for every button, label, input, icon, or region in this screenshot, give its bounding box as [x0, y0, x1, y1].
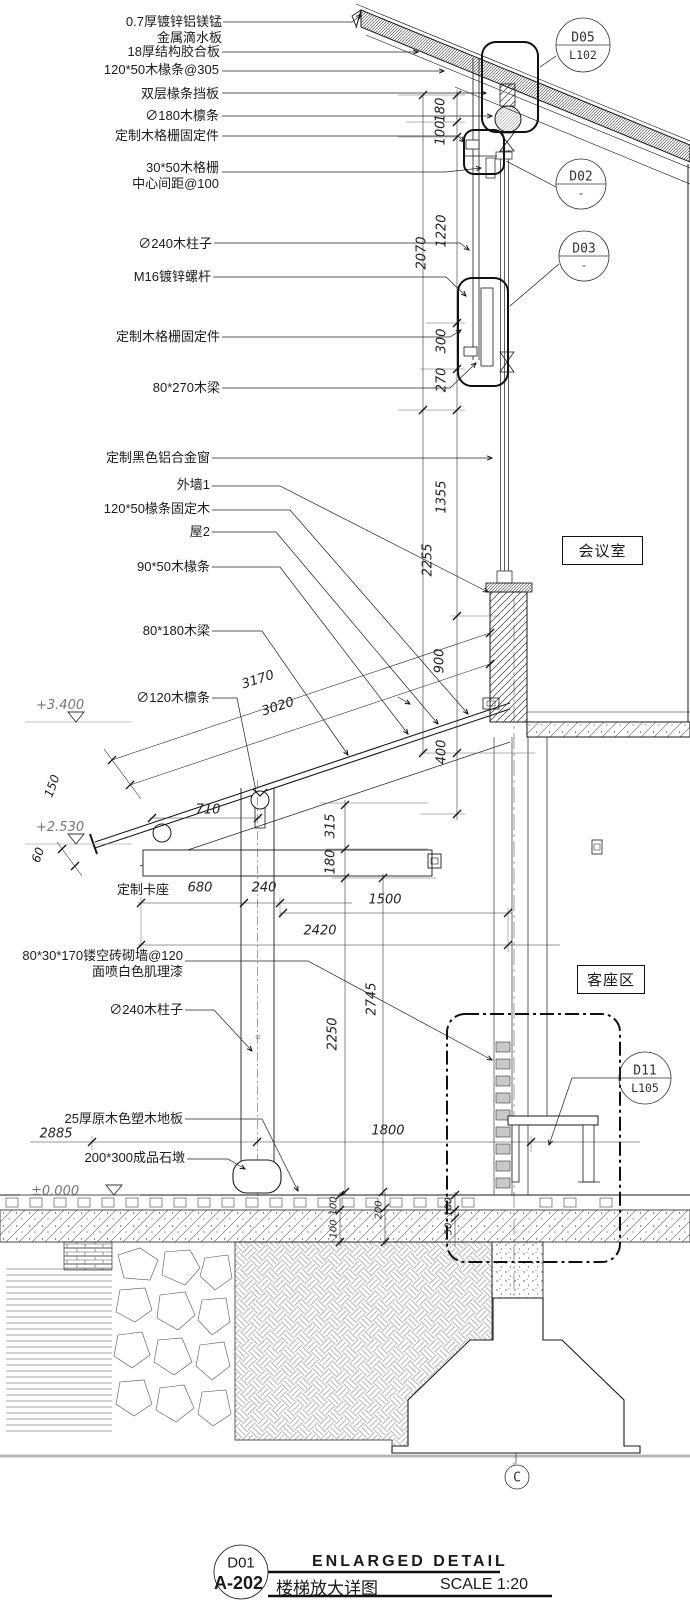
note-alu-window: 定制黑色铝合金窗 — [105, 450, 210, 465]
note-grille: 30*50木格栅 中心间距@100 — [132, 160, 219, 192]
dimension-lines — [30, 90, 640, 1247]
note-wpc-floor: 25厚原木色塑木地板 — [64, 1111, 183, 1126]
dim-floor-100c: 100 — [443, 1197, 455, 1217]
level-2530: +2.530 — [36, 820, 85, 835]
dim-240: 240 — [251, 880, 277, 896]
dim-floor-100b: 100 — [328, 1219, 340, 1239]
dim-180-top: 180 — [433, 97, 449, 123]
bubble-d11-number: D11 — [633, 1063, 657, 1079]
sheet-number: A-202 — [214, 1573, 264, 1593]
level-markers — [20, 711, 140, 1196]
level-3400: +3.400 — [36, 698, 85, 713]
note-custom-clamp-seat: 定制卡座 — [117, 882, 170, 897]
bubble-d11-sheet: L105 — [631, 1081, 659, 1095]
guest-column-and-beam — [142, 780, 442, 1196]
note-line: 0.7厚镀锌铝镁锰 — [125, 14, 222, 29]
level-0000: ±0.000 — [31, 1184, 80, 1199]
note-plywood: 18厚结构胶合板 — [127, 44, 220, 59]
detail-title-cn: 楼梯放大详图 — [276, 1579, 378, 1598]
note-purlin-180: ∅180木檩条 — [145, 108, 219, 123]
note-grille-fixing-2: 定制木格栅固定件 — [115, 329, 220, 344]
dim-1355: 1355 — [434, 480, 450, 514]
bubble-d02-number: D02 — [569, 169, 593, 185]
rubble-stones — [113, 1247, 233, 1427]
perforated-brick-wall — [495, 1041, 511, 1189]
dim-100-top: 100 — [433, 120, 449, 146]
dim-2070: 2070 — [414, 236, 430, 270]
dim-300: 300 — [434, 328, 450, 354]
dim-2420: 2420 — [303, 923, 337, 939]
note-exterior-wall-1: 外墙1 — [176, 477, 210, 492]
note-rafter-blocking: 双层椽条挡板 — [140, 86, 219, 101]
grid-bubble-c: C — [513, 1470, 521, 1486]
note-metal-drip: 0.7厚镀锌铝镁锰 金属滴水板 — [126, 14, 222, 46]
dim-floor-100a: 100 — [328, 1196, 340, 1216]
note-stone-pedestal: 200*300成品石墩 — [84, 1150, 185, 1165]
detail-title-en: ENLARGED DETAIL — [312, 1553, 508, 1570]
dim-315: 315 — [323, 813, 339, 839]
callout-frames — [446, 41, 621, 1263]
bubble-d03-number: D03 — [572, 241, 596, 257]
note-line: 80*30*170镂空砖砌墙@120 — [22, 948, 183, 963]
detail-scale: SCALE 1:20 — [440, 1576, 529, 1593]
title-block-rules — [213, 1544, 552, 1600]
note-purlin-120: ∅120木檩条 — [136, 690, 210, 705]
dim-1220: 1220 — [434, 214, 450, 248]
lower-roof — [89, 702, 511, 867]
note-roof-2: 屋2 — [189, 524, 210, 539]
dim-2745: 2745 — [364, 982, 380, 1016]
dim-1800: 1800 — [371, 1123, 405, 1139]
dim-floor-50: 50 — [443, 1222, 455, 1236]
leader-lines — [185, 15, 619, 1191]
dim-2255: 2255 — [420, 543, 436, 577]
dim-1500: 1500 — [368, 892, 402, 908]
note-line: 金属滴水板 — [156, 30, 222, 45]
note-beam-80x180: 80*180木梁 — [142, 623, 210, 638]
note-column-240-lower: ∅240木柱子 — [109, 1002, 183, 1017]
dim-900: 900 — [432, 648, 448, 674]
note-rafter-305: 120*50木椽条@305 — [103, 62, 219, 77]
note-line: 面喷白色肌理漆 — [91, 964, 183, 979]
upper-roof — [351, 3, 690, 185]
room-tag-meeting: 会议室 — [562, 536, 643, 565]
note-grille-fixing-1: 定制木格栅固定件 — [114, 128, 219, 143]
dim-floor-200: 200 — [373, 1200, 385, 1220]
bubble-d03-sheet: - — [580, 258, 588, 272]
reference-bubbles — [504, 17, 672, 1490]
dim-400: 400 — [434, 739, 450, 765]
note-rafter-fixing-wood: 120*50椽条固定木 — [103, 501, 210, 516]
note-line: 中心间距@100 — [132, 176, 219, 191]
note-rafter-90x50: 90*50木椽条 — [137, 559, 210, 574]
dim-680: 680 — [187, 880, 213, 896]
bubble-d02-sheet: - — [577, 186, 585, 200]
detail-number-bubble: D01 — [227, 1554, 255, 1572]
note-perforated-brick: 80*30*170镂空砖砌墙@120 面喷白色肌理漆 — [22, 948, 183, 980]
dim-2885: 2885 — [39, 1126, 73, 1142]
dim-2250: 2250 — [325, 1017, 341, 1051]
note-column-240-upper: ∅240木柱子 — [138, 236, 212, 251]
floor-and-ground — [0, 1194, 690, 1464]
note-line: 30*50木格栅 — [146, 160, 219, 175]
bench-seat — [507, 1115, 600, 1183]
room-tag-guest: 客座区 — [577, 965, 645, 994]
bubble-d05-number: D05 — [571, 30, 595, 46]
dim-710: 710 — [195, 802, 221, 818]
connection-details — [463, 58, 522, 373]
dim-270: 270 — [434, 367, 450, 393]
dim-180-bench: 180 — [323, 849, 339, 875]
note-beam-80x270: 80*270木梁 — [152, 380, 220, 395]
bubble-d05-sheet: L102 — [569, 48, 597, 62]
note-m16-rod: M16镀锌螺杆 — [133, 269, 211, 284]
